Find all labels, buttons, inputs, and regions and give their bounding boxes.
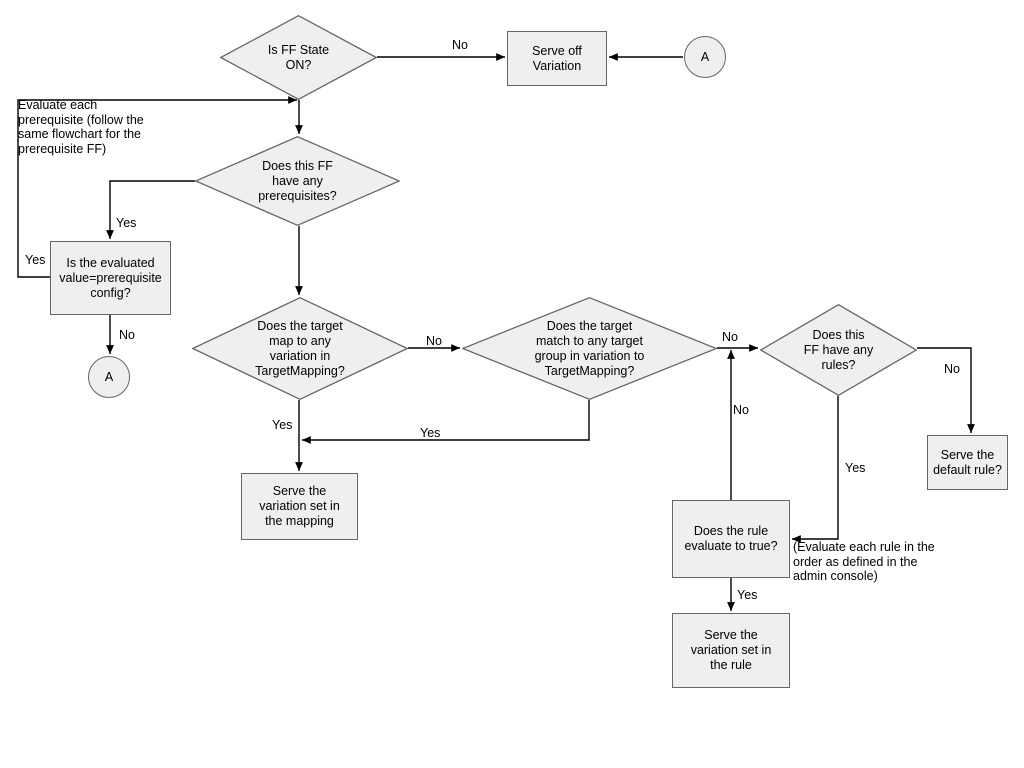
node-label: Serve the default rule? — [933, 447, 1002, 477]
edge-label-rule-no: No — [733, 403, 749, 417]
edge-label-rules-yes: Yes — [845, 461, 866, 475]
edge-label-rule-yes: Yes — [737, 588, 758, 602]
node-label: Serve the variation set in the mapping — [259, 484, 340, 528]
node-serve-variation-rule[interactable]: Serve the variation set in the rule — [672, 613, 790, 688]
edge-targetgroup-yes — [302, 400, 590, 444]
diamond-shape — [220, 15, 377, 100]
edge-prereq-yes — [106, 180, 195, 239]
node-label: Does the rule evaluate to true? — [684, 524, 778, 553]
node-label: Is FF State ON? — [267, 42, 330, 72]
diamond-shape — [192, 297, 408, 400]
node-label: Serve the variation set in the rule — [690, 628, 772, 672]
node-target-map-variation[interactable]: Does the target map to any variation in … — [192, 297, 408, 400]
node-label: Does the target map to any variation in … — [255, 318, 345, 378]
node-label: Is the evaluated value=prerequisite conf… — [59, 255, 162, 300]
node-label: Does this FF have any prerequisites? — [258, 158, 337, 203]
edge-label-targetmap-yes: Yes — [272, 418, 293, 432]
node-serve-off-variation[interactable]: Serve off Variation — [507, 31, 607, 86]
node-is-ff-state-on[interactable]: Is FF State ON? — [220, 15, 377, 100]
node-label: Does this FF have any rules? — [803, 327, 874, 372]
edge-label-evaluated-yes: Yes — [25, 253, 46, 267]
note-prerequisite: Evaluate each prerequisite (follow the s… — [18, 98, 144, 156]
node-target-match-group[interactable]: Does the target match to any target grou… — [462, 297, 717, 400]
diamond-shape — [760, 304, 917, 396]
edge-evaluated-yes — [17, 96, 297, 278]
edge-label-ffstate-no: No — [452, 38, 468, 52]
edge-rules-no — [917, 347, 975, 433]
diamond-shape — [462, 297, 717, 400]
edge-label-evaluated-no: No — [119, 328, 135, 342]
diamond-shape — [195, 136, 400, 226]
edge-label-targetmap-no: No — [426, 334, 442, 348]
edge-label-targetgroup-yes: Yes — [420, 426, 441, 440]
edge-rules-yes — [792, 396, 839, 543]
node-label: A — [104, 369, 114, 384]
node-label: Serve off Variation — [532, 43, 582, 73]
node-has-rules[interactable]: Does this FF have any rules? — [760, 304, 917, 396]
node-evaluated-value-matches[interactable]: Is the evaluated value=prerequisite conf… — [50, 241, 171, 315]
node-has-prerequisites[interactable]: Does this FF have any prerequisites? — [195, 136, 400, 226]
node-rule-evaluates-true[interactable]: Does the rule evaluate to true? — [672, 500, 790, 578]
node-serve-default-rule[interactable]: Serve the default rule? — [927, 435, 1008, 490]
edge-label-targetgroup-no: No — [722, 330, 738, 344]
node-connector-a-top[interactable]: A — [684, 36, 726, 78]
edge-label-prereq-yes: Yes — [116, 216, 137, 230]
node-label: Does the target match to any target grou… — [534, 318, 645, 378]
note-rule-order: (Evaluate each rule in the order as defi… — [793, 540, 935, 583]
edge-label-rules-no: No — [944, 362, 960, 376]
node-connector-a-bottom[interactable]: A — [88, 356, 130, 398]
node-serve-variation-mapping[interactable]: Serve the variation set in the mapping — [241, 473, 358, 540]
node-label: A — [700, 49, 710, 64]
